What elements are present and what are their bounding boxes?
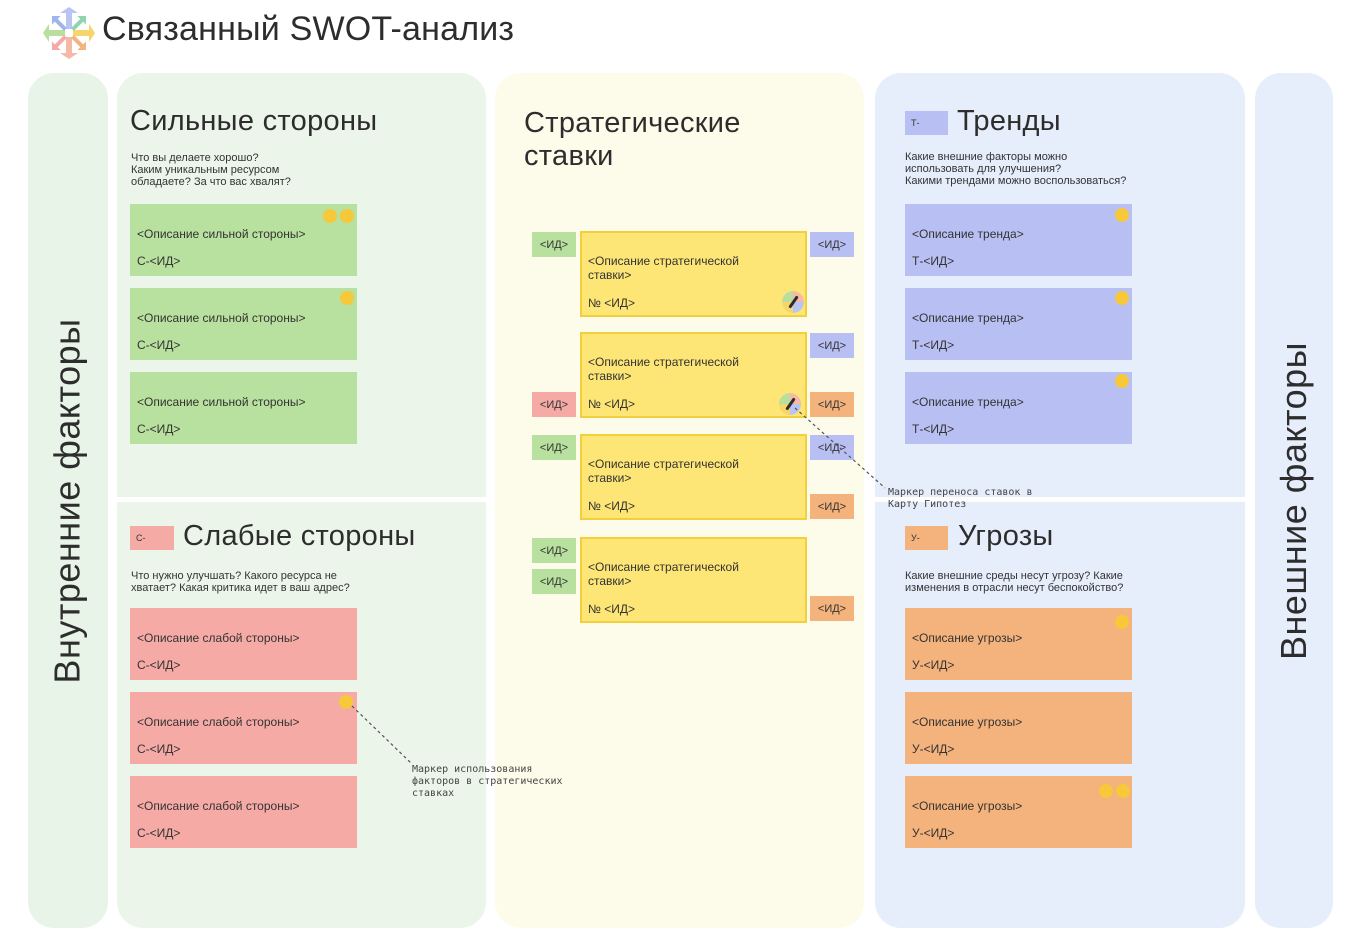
card-number: № <ИД>	[588, 499, 635, 513]
weakness-id-tag: <ИД>	[532, 392, 576, 417]
strength-id-tag: <ИД>	[532, 538, 576, 563]
card-id: С-<ИД>	[137, 826, 181, 840]
threat-id-tag: <ИД>	[810, 596, 854, 621]
usage-marker-dot	[340, 209, 354, 223]
trend-id-tag: <ИД>	[810, 333, 854, 358]
usage-marker-dot	[340, 291, 354, 305]
card-description: <Описание сильной стороны>	[137, 395, 306, 409]
usage-marker-dot	[1115, 291, 1129, 305]
page-title: Связанный SWOT-анализ	[102, 10, 515, 48]
usage-marker-dot	[1116, 784, 1130, 798]
threat-card[interactable]: <Описание угрозы> У-<ИД>	[905, 608, 1132, 680]
weakness-card[interactable]: <Описание слабой стороны> С-<ИД>	[130, 776, 357, 848]
card-description: <Описание угрозы>	[912, 715, 1023, 729]
usage-marker-dot	[323, 209, 337, 223]
strength-id-tag: <ИД>	[532, 435, 576, 460]
card-description: <Описание угрозы>	[912, 631, 1023, 645]
internal-factors-label: Внутренние факторы	[47, 317, 88, 684]
card-id: Т-<ИД>	[912, 338, 955, 352]
strategy-card[interactable]: <Описание стратегической ставки> № <ИД>	[580, 537, 807, 623]
strengths-title: Сильные стороны	[130, 105, 378, 137]
card-number: № <ИД>	[588, 296, 635, 310]
strategy-card[interactable]: <Описание стратегической ставки> № <ИД>	[580, 434, 807, 520]
threat-id-tag: <ИД>	[810, 392, 854, 417]
threat-card[interactable]: <Описание угрозы> У-<ИД>	[905, 692, 1132, 764]
card-description: <Описание тренда>	[912, 227, 1024, 241]
threat-card[interactable]: <Описание угрозы> У-<ИД>	[905, 776, 1132, 848]
threats-title: Угрозы	[958, 520, 1054, 552]
card-description: <Описание стратегической ставки>	[588, 254, 739, 282]
trend-card[interactable]: <Описание тренда> Т-<ИД>	[905, 372, 1132, 444]
usage-marker-note: Маркер использования факторов в стратеги…	[412, 764, 563, 799]
compass-icon	[782, 291, 804, 313]
card-id: Т-<ИД>	[912, 422, 955, 436]
trends-tag: Т-	[905, 111, 948, 135]
card-description: <Описание слабой стороны>	[137, 715, 300, 729]
trend-card[interactable]: <Описание тренда> Т-<ИД>	[905, 204, 1132, 276]
card-description: <Описание стратегической ставки>	[588, 457, 739, 485]
trends-title: Тренды	[957, 105, 1061, 137]
weakness-card[interactable]: <Описание слабой стороны> С-<ИД>	[130, 692, 357, 764]
strength-id-tag: <ИД>	[532, 232, 576, 257]
card-description: <Описание сильной стороны>	[137, 227, 306, 241]
strength-card[interactable]: <Описание сильной стороны> С-<ИД>	[130, 288, 357, 360]
external-factors-label: Внешние факторы	[1273, 341, 1315, 660]
card-description: <Описание тренда>	[912, 395, 1024, 409]
usage-marker-dot	[1115, 374, 1129, 388]
trends-question: Какие внешние факторы можно использовать…	[905, 151, 1127, 187]
strategy-card[interactable]: <Описание стратегической ставки> № <ИД>	[580, 332, 807, 418]
weakness-card[interactable]: <Описание слабой стороны> С-<ИД>	[130, 608, 357, 680]
strategy-title: Стратегические ставки	[524, 107, 741, 172]
strength-card[interactable]: <Описание сильной стороны> С-<ИД>	[130, 204, 357, 276]
strength-id-tag: <ИД>	[532, 569, 576, 594]
trend-id-tag: <ИД>	[810, 435, 854, 460]
transfer-marker-note: Маркер переноса ставок в Карту Гипотез	[888, 487, 1033, 510]
usage-marker-dot	[1115, 615, 1129, 629]
card-id: У-<ИД>	[912, 658, 955, 672]
external-factors-column: Внешние факторы	[1255, 73, 1333, 928]
usage-marker-dot	[1115, 208, 1129, 222]
card-id: У-<ИД>	[912, 742, 955, 756]
threats-question: Какие внешние среды несут угрозу? Какие …	[905, 570, 1124, 594]
card-number: № <ИД>	[588, 602, 635, 616]
card-id: У-<ИД>	[912, 826, 955, 840]
card-description: <Описание стратегической ставки>	[588, 355, 739, 383]
card-description: <Описание стратегической ставки>	[588, 560, 739, 588]
card-description: <Описание слабой стороны>	[137, 799, 300, 813]
weaknesses-title: Слабые стороны	[183, 520, 416, 552]
card-id: С-<ИД>	[137, 422, 181, 436]
card-number: № <ИД>	[588, 397, 635, 411]
card-description: <Описание угрозы>	[912, 799, 1023, 813]
card-description: <Описание слабой стороны>	[137, 631, 300, 645]
threat-id-tag: <ИД>	[810, 494, 854, 519]
logo-icon	[43, 7, 95, 59]
weaknesses-tag: С-	[130, 526, 174, 550]
usage-marker-dot	[1099, 784, 1113, 798]
card-id: С-<ИД>	[137, 658, 181, 672]
card-id: С-<ИД>	[137, 742, 181, 756]
trend-card[interactable]: <Описание тренда> Т-<ИД>	[905, 288, 1132, 360]
weaknesses-question: Что нужно улучшать? Какого ресурса не хв…	[131, 570, 350, 594]
card-id: С-<ИД>	[137, 338, 181, 352]
strength-card[interactable]: <Описание сильной стороны> С-<ИД>	[130, 372, 357, 444]
internal-factors-column: Внутренние факторы	[28, 73, 108, 928]
card-id: Т-<ИД>	[912, 254, 955, 268]
strategy-card[interactable]: <Описание стратегической ставки> № <ИД>	[580, 231, 807, 317]
trend-id-tag: <ИД>	[810, 232, 854, 257]
card-description: <Описание тренда>	[912, 311, 1024, 325]
compass-icon	[779, 393, 801, 415]
card-id: С-<ИД>	[137, 254, 181, 268]
card-description: <Описание сильной стороны>	[137, 311, 306, 325]
usage-marker-dot	[339, 695, 353, 709]
strengths-question: Что вы делаете хорошо? Каким уникальным …	[131, 152, 291, 188]
threats-tag: У-	[905, 526, 948, 550]
